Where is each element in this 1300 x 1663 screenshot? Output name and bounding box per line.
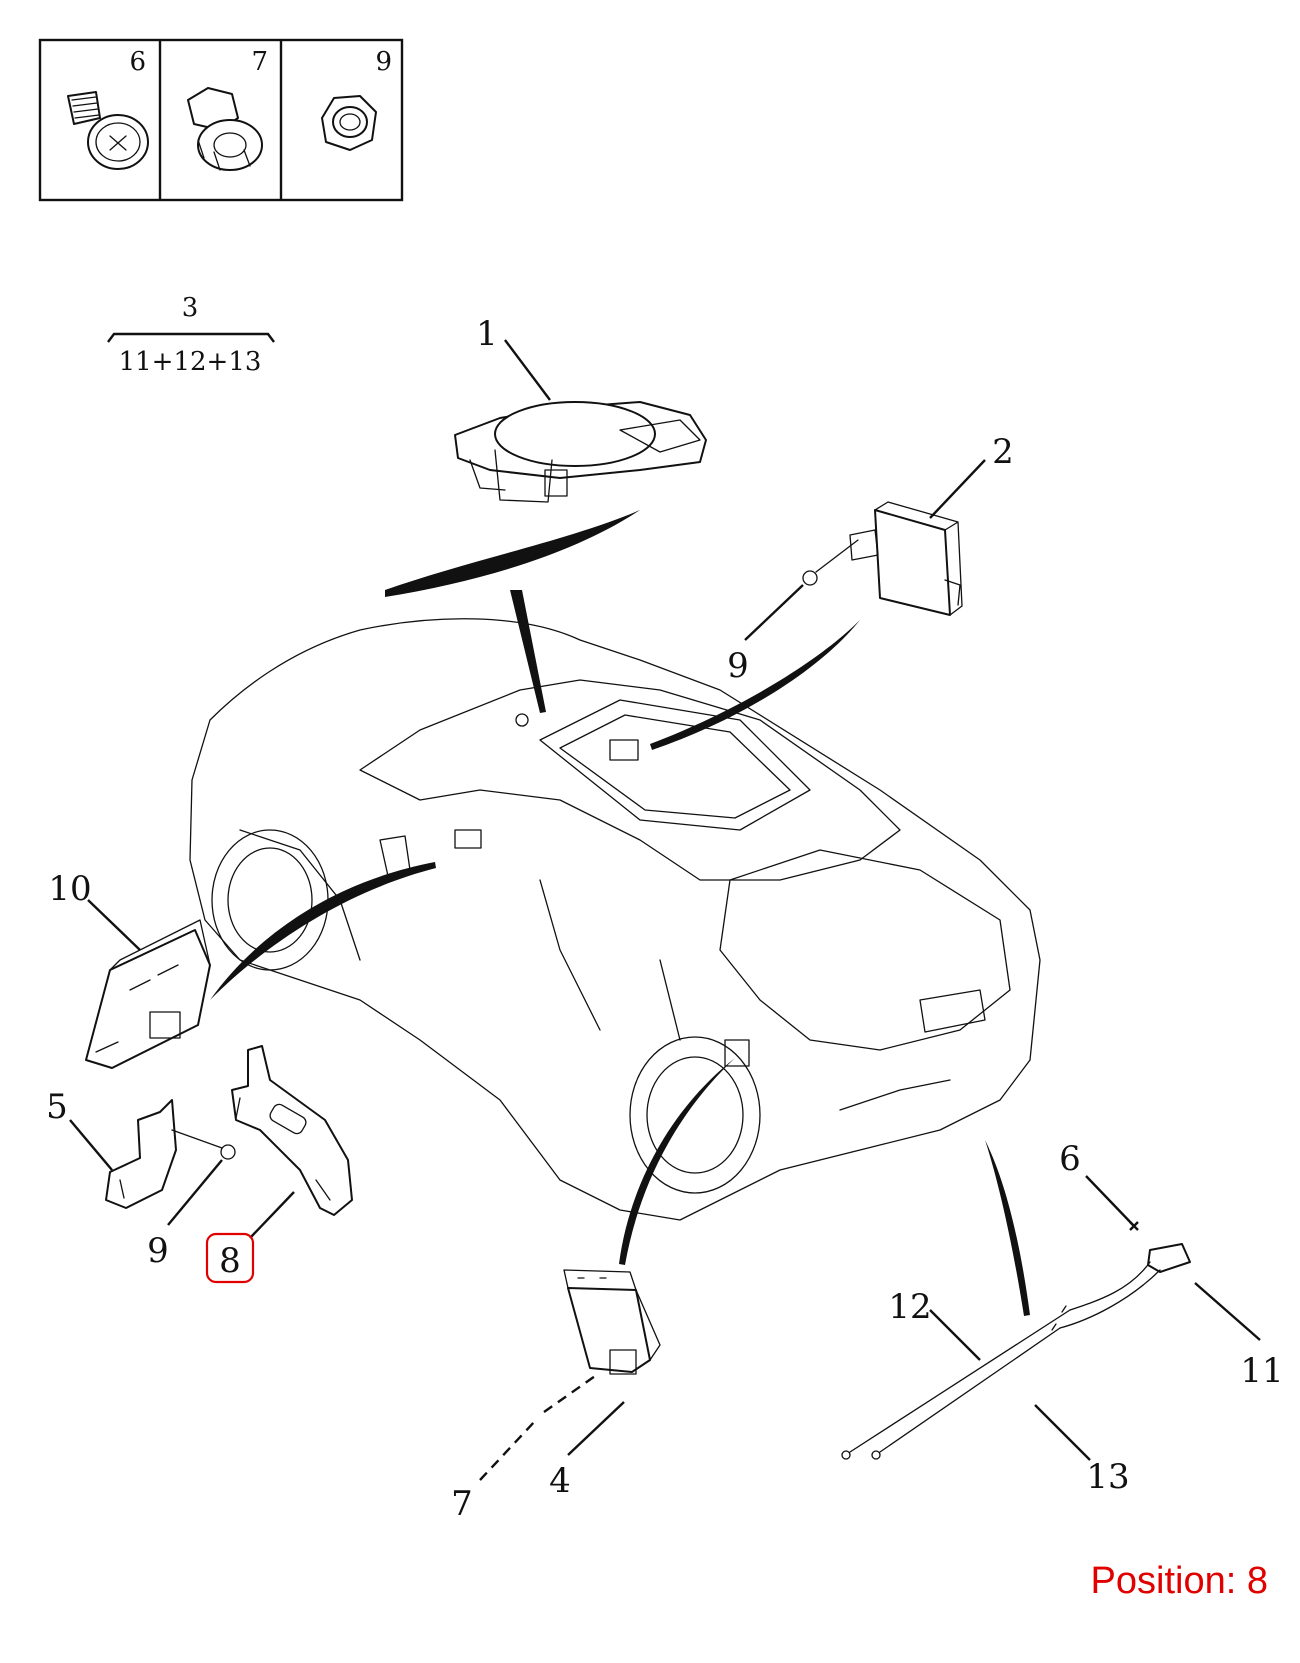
part-8-bracket xyxy=(231,1045,353,1216)
legend-cell-number: 7 xyxy=(251,47,268,77)
callout-9-lower[interactable]: 9 xyxy=(147,1231,169,1271)
callout-11[interactable]: 11 xyxy=(1240,1351,1283,1391)
position-label: Position: 8 xyxy=(1090,1560,1268,1602)
legend-border xyxy=(38,38,404,202)
kit-number: 3 xyxy=(182,293,199,323)
legend-cell-number: 6 xyxy=(129,47,146,77)
part-2-module xyxy=(802,501,963,616)
kit-header: 3 11+12+13 xyxy=(107,293,275,377)
callout-9-upper[interactable]: 9 xyxy=(727,646,749,686)
vehicle-outline xyxy=(189,618,1041,1221)
callout-leaders xyxy=(69,339,1261,1481)
part-1-overhead-unit xyxy=(454,401,707,503)
callout-8[interactable]: 8 xyxy=(219,1241,241,1281)
part-5-bracket xyxy=(105,1099,236,1209)
callout-7[interactable]: 7 xyxy=(451,1484,473,1524)
legend-cell-number: 9 xyxy=(375,47,392,77)
kit-contents: 11+12+13 xyxy=(119,347,262,377)
callout-12[interactable]: 12 xyxy=(888,1287,931,1327)
kit-bracket xyxy=(107,332,275,343)
hex-nut-icon xyxy=(321,95,377,151)
clip-nut-icon xyxy=(187,87,263,171)
callout-5[interactable]: 5 xyxy=(46,1087,68,1127)
part-10-control-module xyxy=(85,919,211,1069)
callout-10[interactable]: 10 xyxy=(48,869,91,909)
highlight-box xyxy=(205,1232,255,1284)
callout-6[interactable]: 6 xyxy=(1059,1139,1081,1179)
callout-4[interactable]: 4 xyxy=(549,1461,571,1501)
fastener-legend: 6 7 9 xyxy=(38,38,404,202)
part-4-module xyxy=(563,1269,661,1375)
screw-icon xyxy=(67,91,149,170)
callout-numbers: 1 2 9 10 5 9 8 4 7 6 11 12 13 xyxy=(46,314,1283,1524)
callout-13[interactable]: 13 xyxy=(1086,1457,1129,1497)
part-11-12-13-cable-kit xyxy=(841,1243,1191,1460)
callout-1[interactable]: 1 xyxy=(476,314,498,354)
leader-wedges xyxy=(210,510,1030,1316)
callout-2[interactable]: 2 xyxy=(992,432,1014,472)
